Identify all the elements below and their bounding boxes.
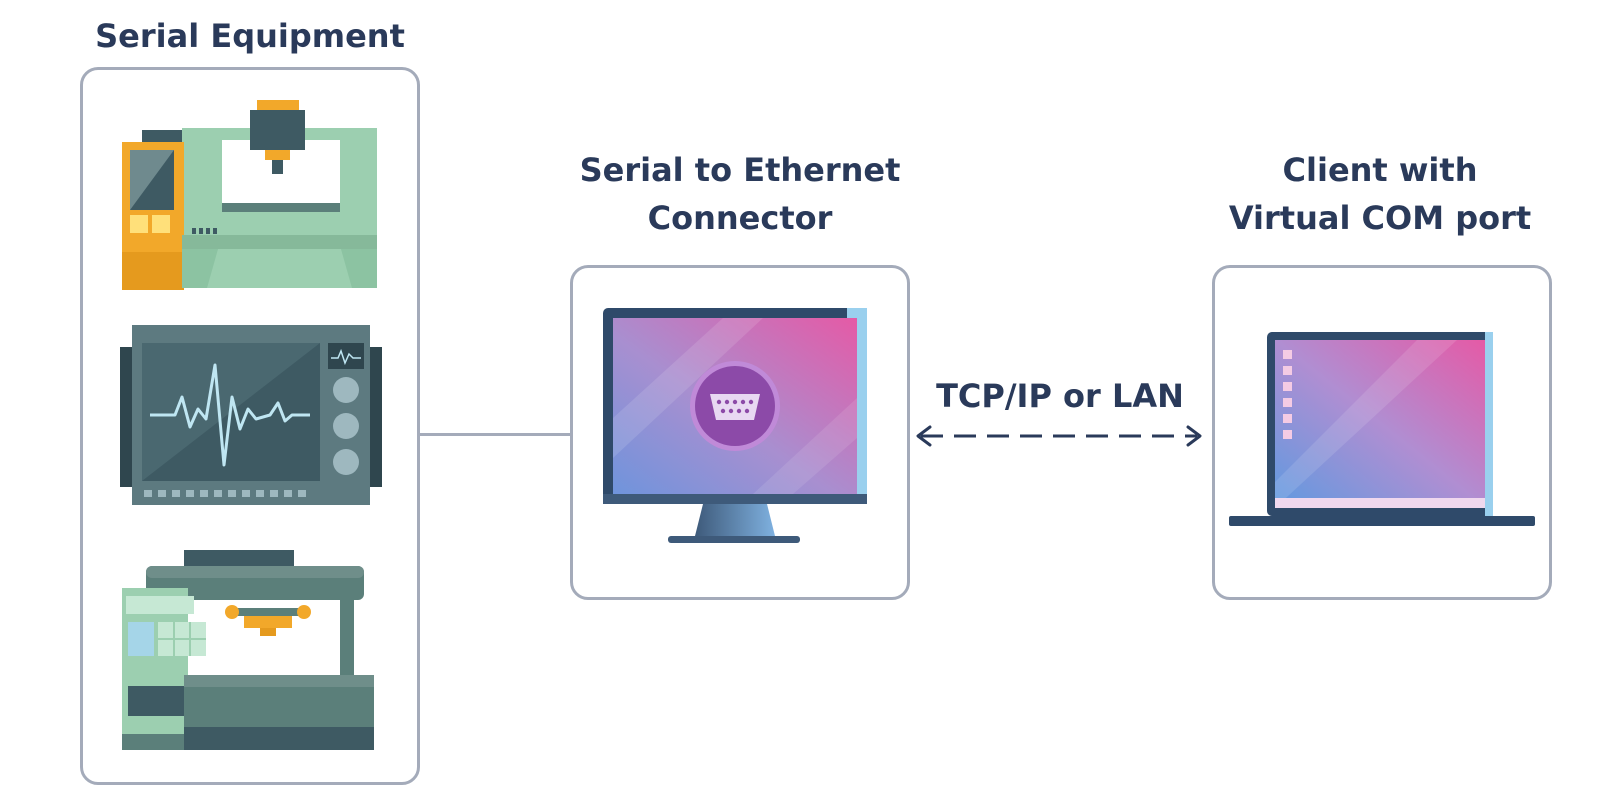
- double-arrow-icon: [916, 425, 1202, 447]
- industrial-press-icon: [122, 550, 374, 750]
- serial-port-icon: [690, 361, 780, 451]
- heart-monitor-icon: [120, 325, 382, 505]
- connector-title-line2: Connector: [647, 199, 833, 237]
- laptop-icon: [1229, 332, 1535, 526]
- client-title: Client with Virtual COM port: [1195, 146, 1565, 242]
- desktop-monitor-icon: [603, 308, 867, 543]
- client-title-line1: Client with: [1282, 151, 1478, 189]
- connector-title-line1: Serial to Ethernet: [579, 151, 901, 189]
- client-title-line2: Virtual COM port: [1228, 199, 1532, 237]
- connector-title: Serial to Ethernet Connector: [560, 146, 920, 242]
- protocol-label: TCP/IP or LAN: [936, 377, 1184, 415]
- cnc-machine-icon: [122, 100, 377, 290]
- serial-equipment-title: Serial Equipment: [95, 17, 405, 55]
- equipment-to-connector-line: [420, 433, 570, 436]
